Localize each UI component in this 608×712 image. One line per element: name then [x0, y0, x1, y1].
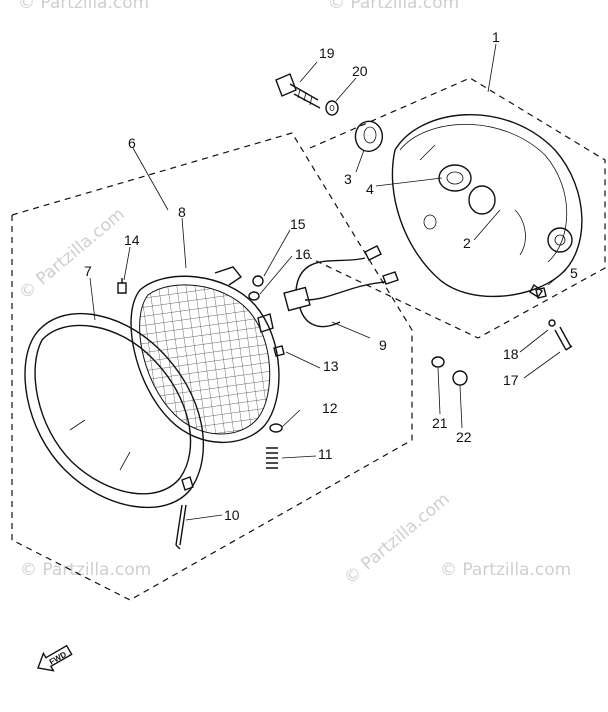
washer-12	[269, 423, 283, 433]
callout-10: 10	[224, 507, 240, 523]
callout-22: 22	[456, 429, 472, 445]
callout-21: 21	[432, 415, 448, 431]
callout-2: 2	[463, 235, 471, 251]
nut-22	[452, 370, 468, 386]
callout-15: 15	[290, 216, 306, 232]
callout-16: 16	[295, 246, 311, 262]
callout-7: 7	[84, 263, 92, 279]
bolt-17	[554, 326, 573, 351]
callout-6: 6	[128, 135, 136, 151]
callout-labels: 1 2 3 4 5 6 7 8 9 10 11 12 13 14 15 16 1…	[84, 29, 578, 523]
callout-17: 17	[503, 372, 519, 388]
washer-18	[548, 319, 556, 327]
spring-11	[266, 447, 278, 469]
watermark-diagonal-right: © Partzilla.com	[340, 489, 453, 589]
watermark-top-mid: © Partzilla.com	[328, 0, 459, 13]
clip-13	[273, 345, 285, 357]
callout-3: 3	[344, 171, 352, 187]
callout-13: 13	[323, 358, 339, 374]
nut-5	[535, 287, 547, 299]
callout-14: 14	[124, 232, 140, 248]
small-hardware	[117, 275, 573, 550]
callout-9: 9	[379, 337, 387, 353]
callout-1: 1	[492, 29, 500, 45]
screw-14	[117, 278, 127, 294]
watermark-diagonal-left: © Partzilla.com	[15, 204, 128, 304]
callout-19: 19	[319, 45, 335, 61]
washer-16	[248, 291, 260, 301]
nut-15	[252, 275, 264, 287]
callout-5: 5	[570, 265, 578, 281]
leader-lines	[89, 43, 567, 521]
callout-18: 18	[503, 346, 519, 362]
callout-12: 12	[322, 400, 338, 416]
housing-group-outline	[309, 77, 606, 339]
watermark-group: © Partzilla.com © Partzilla.com © Partzi…	[15, 0, 571, 589]
watermark-bottom-left: © Partzilla.com	[20, 560, 151, 580]
mounting-hardware-upper	[275, 73, 383, 152]
callout-11: 11	[318, 446, 333, 462]
fwd-label: FWD	[48, 650, 68, 667]
callout-20: 20	[352, 63, 368, 79]
headlight-rim	[24, 313, 205, 509]
callout-8: 8	[178, 204, 186, 220]
forward-direction-arrow: FWD	[37, 644, 73, 672]
socket-wiring	[283, 245, 399, 328]
watermark-top-left: © Partzilla.com	[18, 0, 149, 13]
headlight-housing	[391, 113, 583, 298]
washer-21	[431, 356, 445, 368]
headlight-unit-group-outline	[11, 132, 413, 601]
screw-10	[175, 504, 187, 550]
watermark-bottom-right: © Partzilla.com	[440, 560, 571, 580]
sealed-beam-lens	[130, 266, 280, 444]
callout-4: 4	[366, 181, 374, 197]
